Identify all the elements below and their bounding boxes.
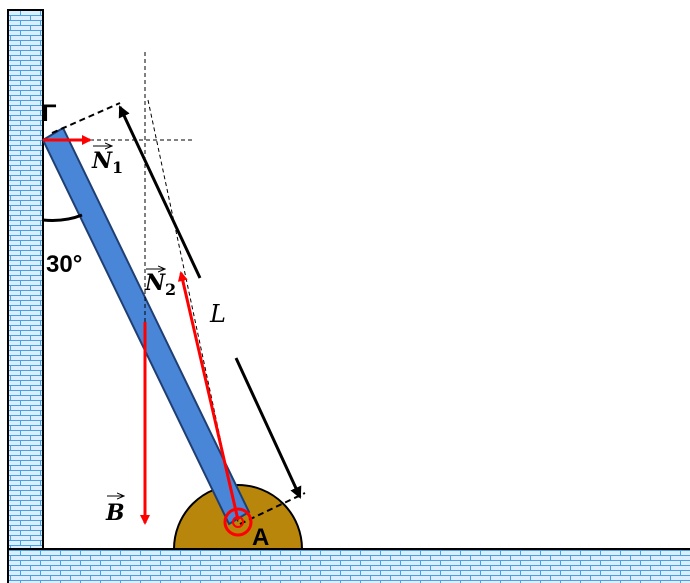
label-n2: N — [144, 270, 166, 296]
floor — [7, 548, 690, 583]
left-wall — [7, 9, 44, 551]
hinge-pin — [232, 516, 244, 528]
label-n1-subscript: 1 — [112, 158, 123, 177]
length-extension-top — [51, 102, 121, 134]
hinge-ring — [223, 507, 253, 537]
label-n1: N — [91, 148, 113, 174]
label-point-bottom: A — [252, 524, 269, 551]
label-length: L — [209, 300, 226, 328]
label-weight: B — [105, 500, 125, 526]
label-point-top: Γ — [42, 100, 57, 127]
force-n2-arrow — [177, 271, 240, 521]
label-angle: 30° — [46, 251, 82, 278]
label-n2-subscript: 2 — [165, 280, 176, 299]
angle-arc — [42, 213, 83, 222]
length-arrow-up — [118, 105, 202, 279]
length-arrow-down — [234, 357, 302, 499]
